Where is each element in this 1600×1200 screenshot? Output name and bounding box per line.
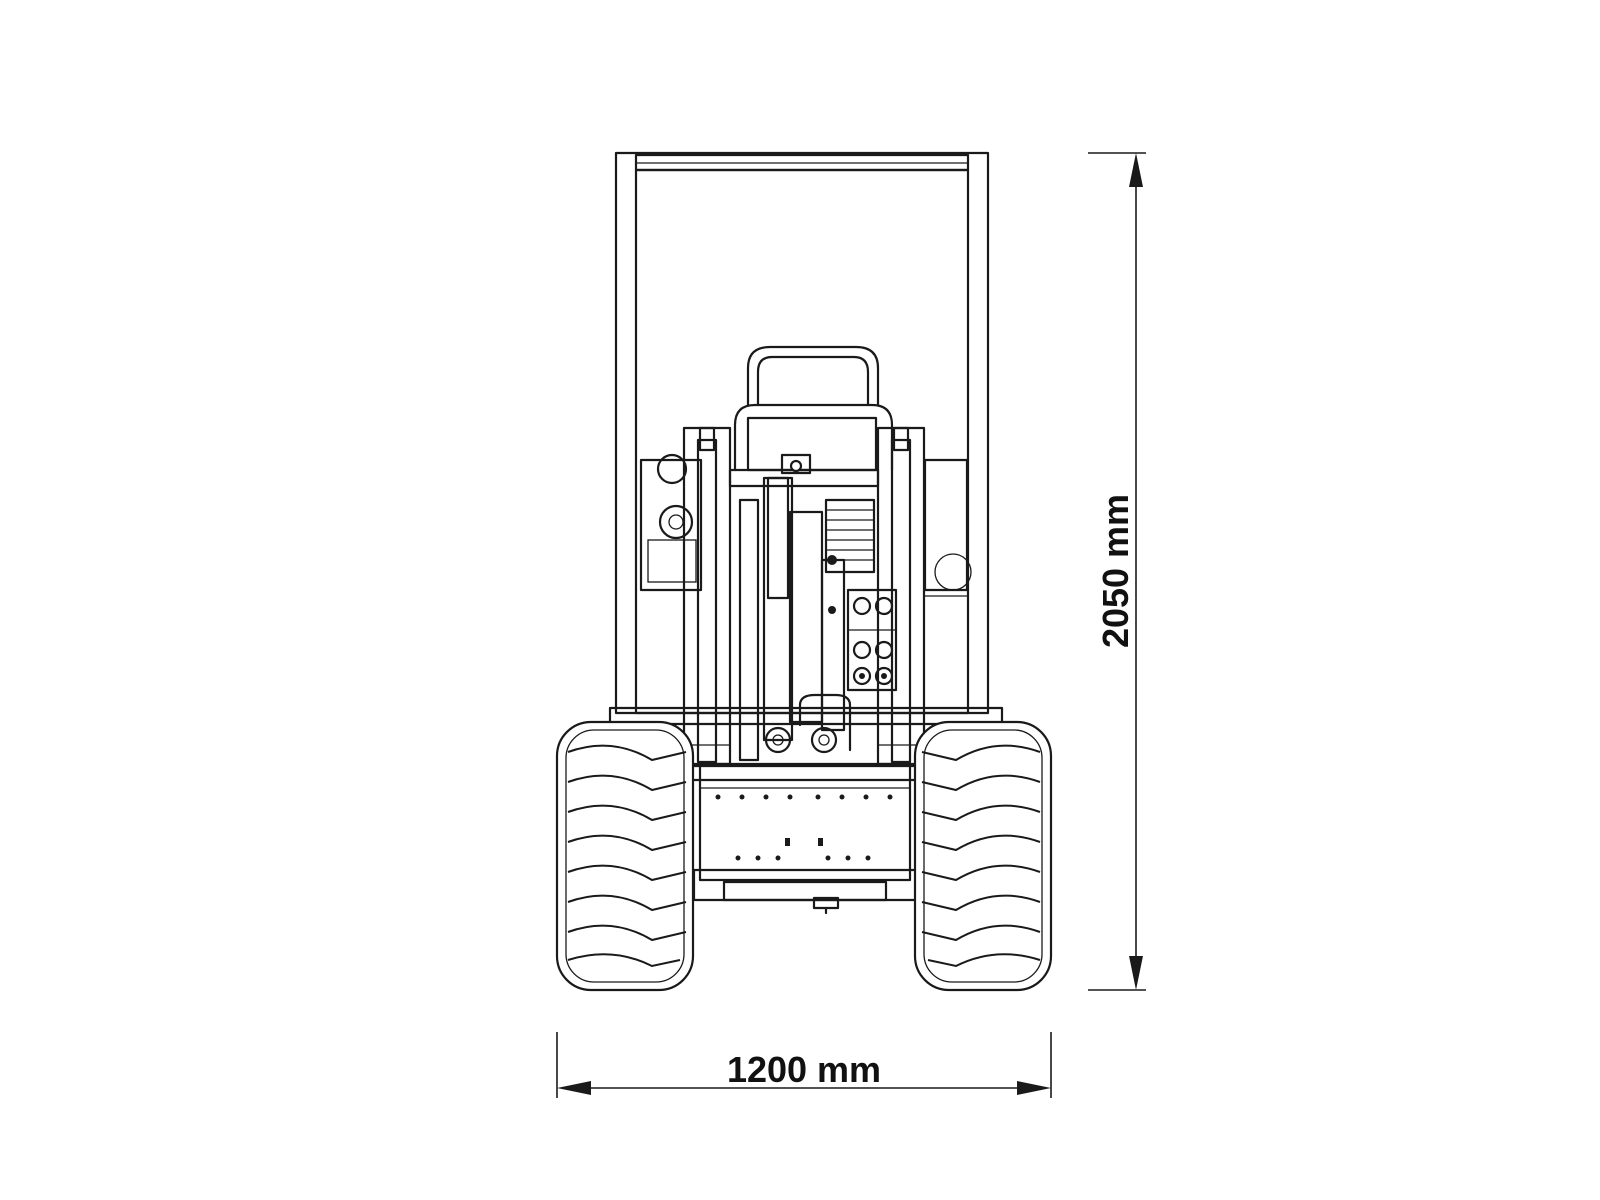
radiator-grille [824,498,876,574]
height-dimension-label: 2050 mm [1095,494,1136,648]
lift-cylinders [762,476,852,754]
width-dimension: 1200 mm [556,1032,1052,1098]
side-compartments [639,453,972,597]
hydraulic-valve-block [827,555,898,692]
left-tire [555,720,695,992]
width-arrow-left [557,1081,591,1095]
height-dimension: 2050 mm [1088,152,1146,991]
height-arrow-bottom [1129,956,1143,990]
width-arrow-right [1017,1081,1051,1095]
right-tire [913,720,1053,992]
attachment-plate [686,762,924,915]
width-dimension-label: 1200 mm [727,1049,881,1090]
left-tire-tread [567,744,687,968]
rops-frame [608,151,1004,726]
center-mast [728,453,880,762]
operator-seat [733,345,894,472]
right-tire-tread [921,744,1041,968]
height-arrow-top [1129,153,1143,187]
